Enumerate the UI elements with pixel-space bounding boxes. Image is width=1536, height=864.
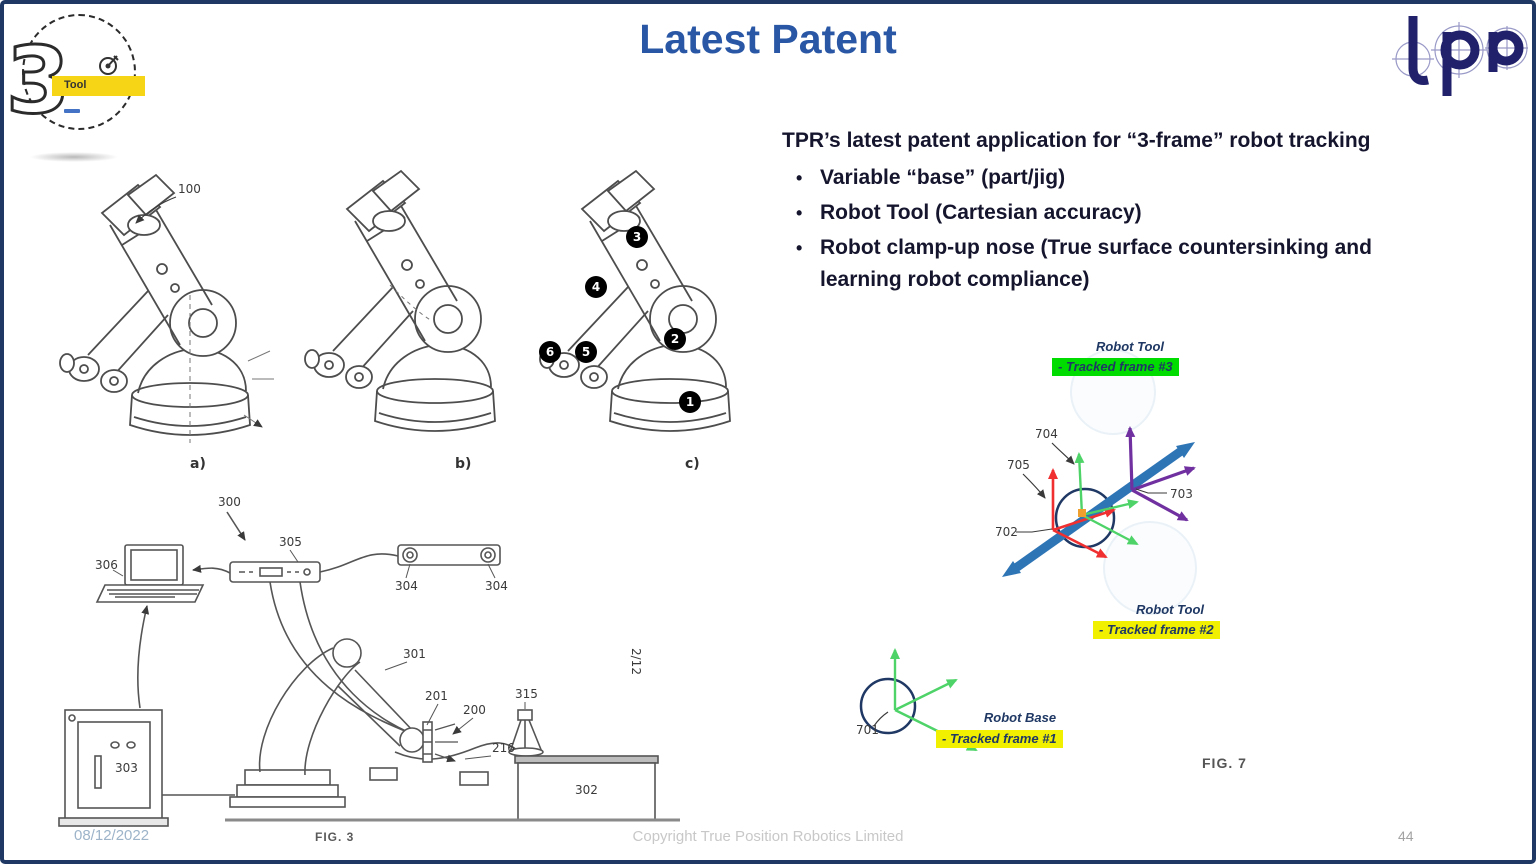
patent-figures-abc: 100 1 2 3 4 — [59, 170, 731, 472]
tool-frames-cluster: 704 705 702 703 — [995, 426, 1196, 577]
ref-300: 300 — [218, 495, 241, 509]
ref-701: 701 — [856, 723, 879, 737]
ref-304b: 304 — [485, 579, 508, 593]
base-frame-cluster: 701 — [856, 648, 978, 752]
bullet-list: • Variable “base” (part/jig) • Robot Too… — [792, 162, 1452, 299]
intro-line: TPR’s latest patent application for “3-f… — [782, 129, 1371, 152]
bullet-marker: • — [796, 168, 803, 188]
frame3-tag: - Tracked frame #3 — [1052, 358, 1179, 376]
blue-motion-arrow — [1002, 442, 1195, 577]
connector-block — [369, 767, 398, 781]
ref-703: 703 — [1170, 487, 1193, 501]
cable-robot-device — [394, 742, 518, 760]
robot-arm-side — [229, 638, 433, 808]
ref-306: 306 — [95, 558, 118, 572]
footer-copyright: Copyright True Position Robotics Limited — [632, 828, 904, 845]
bullet-item: • Variable “base” (part/jig) — [792, 162, 1452, 194]
frame1-tag: - Tracked frame #1 — [936, 730, 1063, 748]
ref-201: 201 — [425, 689, 448, 703]
bullet-text: Variable “base” (part/jig) — [820, 166, 1066, 189]
slide-title: Latest Patent — [639, 16, 897, 62]
joint-marker: 2 — [664, 328, 686, 350]
ref-304a: 304 — [395, 579, 418, 593]
frame2-tag: - Tracked frame #2 — [1093, 621, 1220, 639]
joint-marker: 3 — [626, 226, 648, 248]
robot-figure-a: 100 — [59, 174, 274, 443]
bullet-marker: • — [796, 203, 803, 223]
svg-text:4: 4 — [592, 280, 600, 294]
badge-shadow — [30, 152, 118, 162]
cable-controller-camera — [319, 553, 399, 573]
badge-tool-label: Tool — [64, 79, 87, 91]
workpiece-box — [514, 755, 659, 821]
green-frame — [1074, 452, 1139, 546]
footer-date: 08/12/2022 — [74, 827, 150, 844]
badge-subtext-mark — [64, 109, 80, 113]
tool-icon — [99, 55, 119, 75]
svg-text:1: 1 — [686, 395, 694, 409]
svg-text:5: 5 — [582, 345, 590, 359]
frame1-title: Robot Base — [983, 710, 1057, 725]
tpr-logo — [1392, 16, 1528, 96]
bullet-marker: • — [796, 238, 803, 258]
caption-a: a) — [190, 456, 206, 472]
ref-305: 305 — [279, 535, 302, 549]
controller-box — [229, 561, 321, 583]
origin-marker — [1078, 509, 1086, 517]
svg-text:6: 6 — [546, 345, 554, 359]
tracked-sphere — [859, 677, 917, 735]
cable-controller-laptop — [192, 564, 231, 574]
caption-b: b) — [455, 456, 471, 472]
ref-704: 704 — [1035, 427, 1058, 441]
ref-200: 200 — [463, 703, 486, 717]
purple-frame — [1125, 426, 1196, 522]
ref-303: 303 — [115, 761, 138, 775]
bullet-item: • Robot Tool (Cartesian accuracy) — [792, 197, 1452, 229]
cable-controller-robot-1 — [269, 581, 411, 734]
robot-figure-b — [304, 170, 496, 432]
page-number: 44 — [1398, 828, 1414, 844]
joint-marker: 6 — [539, 341, 561, 363]
joint-marker: 4 — [585, 276, 607, 298]
bullet-text: Robot Tool (Cartesian accuracy) — [820, 201, 1142, 224]
cable-cabinet-laptop — [137, 605, 150, 709]
ref-315: 315 — [515, 687, 538, 701]
bullet-item: • Robot clamp-up nose (True surface coun… — [792, 232, 1452, 296]
fig7-caption: FIG. 7 — [1202, 755, 1247, 771]
connector-block — [459, 771, 489, 786]
bullet-text: Robot clamp-up nose (True surface counte… — [820, 236, 1372, 291]
control-cabinet — [58, 709, 169, 827]
ref-302: 302 — [575, 783, 598, 797]
patent-figure-7: 704 705 702 703 701 — [856, 349, 1197, 752]
sheet-number: 2/12 — [629, 648, 643, 675]
patent-figure-3: 300 306 305 304 304 301 201 200 315 216 … — [58, 495, 680, 827]
laptop-icon — [95, 544, 205, 603]
caption-c: c) — [685, 456, 700, 472]
joint-marker: 1 — [679, 391, 701, 413]
ref-label-100: 100 — [178, 182, 201, 196]
svg-text:3: 3 — [633, 230, 641, 244]
robot-figure-c: 1 2 3 4 5 6 — [539, 170, 731, 432]
camera-bar — [397, 544, 501, 566]
ref-301: 301 — [403, 647, 426, 661]
svg-text:2: 2 — [671, 332, 679, 346]
ref-216: 216 — [492, 741, 515, 755]
joint-marker: 5 — [575, 341, 597, 363]
laser-arrows — [434, 723, 458, 761]
fig3-caption: FIG. 3 — [315, 830, 355, 844]
watermark-circle — [1103, 521, 1197, 615]
badge-tool-bar: Tool — [52, 76, 145, 96]
ref-705: 705 — [1007, 458, 1030, 472]
three-frame-badge: 3 Tool — [4, 6, 154, 171]
frame2-title: Robot Tool — [1135, 602, 1205, 617]
frame3-title: Robot Tool — [1095, 339, 1165, 354]
ref-702: 702 — [995, 525, 1018, 539]
red-frame — [1048, 468, 1116, 559]
